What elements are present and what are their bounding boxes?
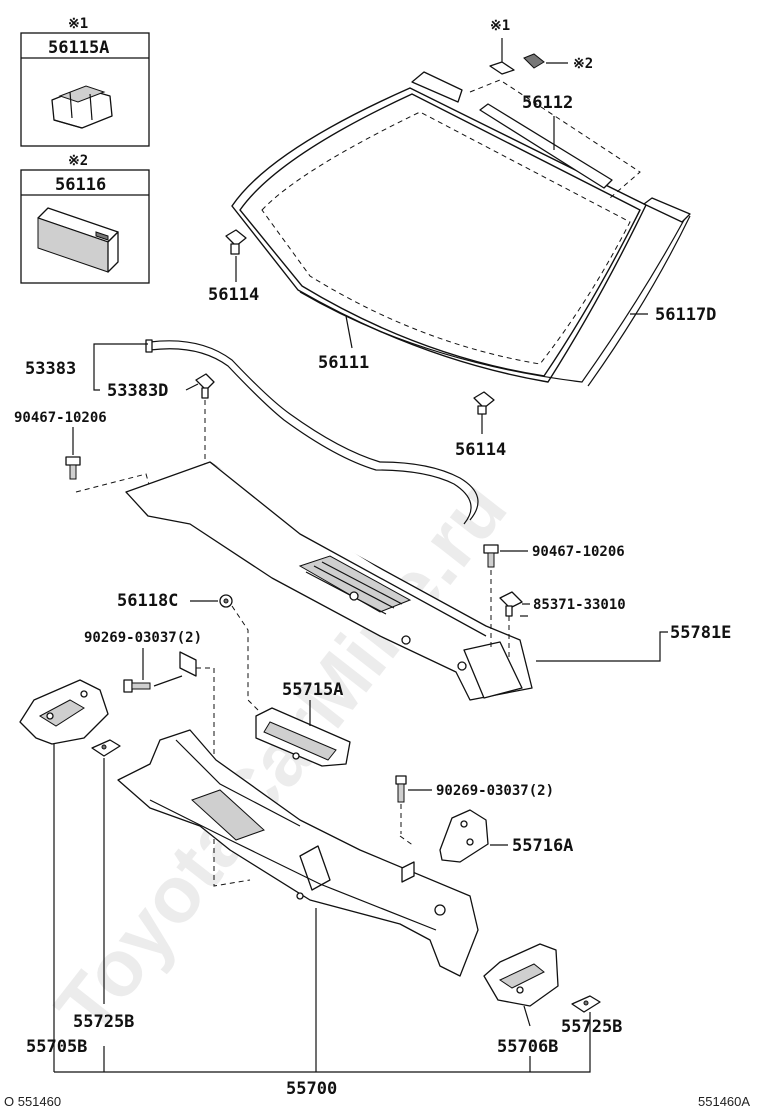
label-55706B: 55706B bbox=[497, 1037, 558, 1057]
label-55725B-right: 55725B bbox=[561, 1017, 622, 1037]
cowl-side-55715A bbox=[255, 707, 351, 767]
top-moulding-56117D bbox=[299, 71, 691, 387]
clip-85371-icon bbox=[499, 591, 523, 617]
bolt-90467-left-icon bbox=[65, 456, 81, 480]
clip-mark1-icon bbox=[489, 61, 515, 75]
clip-56114-left-icon bbox=[225, 229, 247, 255]
label-56112: 56112 bbox=[522, 93, 573, 113]
label-55715A: 55715A bbox=[282, 680, 343, 700]
screw-90269-right-icon bbox=[395, 775, 407, 803]
windshield-glass-56111 bbox=[231, 87, 647, 383]
inset-part-56116: 56116 bbox=[55, 175, 106, 195]
label-55781E: 55781E bbox=[670, 623, 731, 643]
mark2-label: ※2 bbox=[573, 56, 593, 72]
footer-left-code: O 551460 bbox=[4, 1094, 61, 1109]
clip-56115A-icon bbox=[51, 85, 113, 129]
label-85371: 85371-33010 bbox=[533, 597, 626, 613]
strip-56112 bbox=[469, 79, 641, 199]
weatherstrip-53383 bbox=[145, 339, 479, 525]
label-90269-left: 90269-03037(2) bbox=[84, 630, 202, 646]
label-55725B-left: 55725B bbox=[73, 1012, 134, 1032]
bracket-55705B bbox=[19, 679, 109, 745]
clip-56114-right-icon bbox=[473, 391, 495, 415]
inset-mark-1: ※1 bbox=[68, 16, 88, 32]
label-55716A: 55716A bbox=[512, 836, 573, 856]
screw-90269-left-icon bbox=[123, 679, 151, 693]
cowl-top-panel-55781E bbox=[125, 461, 533, 701]
inset-part-56115A: 56115A bbox=[48, 38, 109, 58]
spacer-56116-icon bbox=[37, 207, 119, 273]
label-56111: 56111 bbox=[318, 353, 369, 373]
label-56114-left: 56114 bbox=[208, 285, 259, 305]
inset-mark-2: ※2 bbox=[68, 153, 88, 169]
cowl-panel-55700 bbox=[117, 729, 479, 977]
plate-55725B-right bbox=[571, 995, 601, 1013]
label-55700: 55700 bbox=[286, 1079, 337, 1099]
label-56118C: 56118C bbox=[117, 591, 178, 611]
bracket-55706B bbox=[483, 943, 559, 1007]
label-55705B: 55705B bbox=[26, 1037, 87, 1057]
label-90269-right: 90269-03037(2) bbox=[436, 783, 554, 799]
label-90467-right: 90467-10206 bbox=[532, 544, 625, 560]
plate-55725B-left bbox=[91, 739, 121, 757]
clip-53383D-icon bbox=[195, 373, 215, 399]
bolt-90467-right-icon bbox=[483, 544, 499, 568]
label-56117D: 56117D bbox=[655, 305, 716, 325]
label-90467-left: 90467-10206 bbox=[14, 410, 107, 426]
bracket-55716A bbox=[439, 809, 489, 863]
label-53383: 53383 bbox=[25, 359, 76, 379]
inset-box-56115A: ※1 56115A bbox=[20, 16, 150, 147]
inset-box-56116: ※2 56116 bbox=[20, 153, 150, 284]
clip-mark2-icon bbox=[523, 53, 545, 69]
mark1-label: ※1 bbox=[490, 18, 510, 34]
nut-56118C-icon bbox=[219, 594, 233, 608]
footer-right-code: 551460A bbox=[698, 1094, 750, 1109]
label-56114-right: 56114 bbox=[455, 440, 506, 460]
label-53383D: 53383D bbox=[107, 381, 168, 401]
